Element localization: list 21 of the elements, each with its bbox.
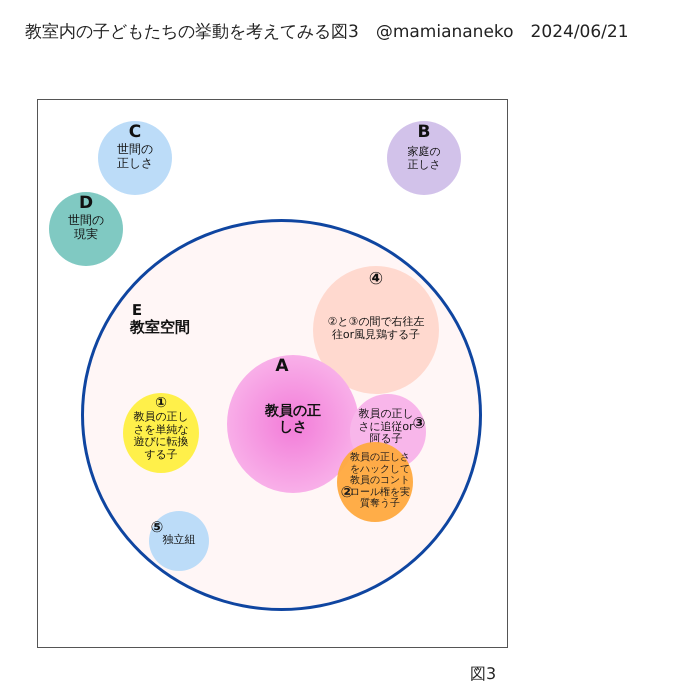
circle-label: 家庭の正しさ: [406, 146, 442, 172]
frame-box: [37, 99, 508, 648]
circle-label: 教員の正しさに追従or阿る子: [357, 408, 414, 446]
circle-label: 教員の正しさを単純な遊びに転換する子: [133, 411, 189, 462]
circle-letter: B: [416, 123, 432, 143]
circle-label: 世間の正しさ: [116, 143, 154, 171]
circle-letter: E: [130, 302, 144, 320]
circle-label: 世間の現実: [67, 214, 105, 242]
circle-letter: C: [128, 123, 142, 143]
circle-label: 教員の正しさ: [264, 403, 322, 436]
circle-label: 独立組: [162, 534, 196, 547]
circle-label: ②と③の間で右往左往or風見鶏する子: [326, 316, 426, 342]
figure-number: 図3: [470, 664, 496, 685]
circle-letter: ③: [412, 415, 426, 432]
circle-letter: A: [274, 357, 290, 377]
circle-letter: D: [78, 194, 94, 214]
circle-letter: ①: [154, 395, 168, 412]
circle-letter: ④: [368, 270, 384, 290]
title: 教室内の子どもたちの挙動を考えてみる図3 @mamiananeko 2024/06/21: [25, 21, 629, 43]
circle-letter: ⑤: [150, 519, 164, 536]
circle-label: 教室空間: [128, 319, 191, 336]
